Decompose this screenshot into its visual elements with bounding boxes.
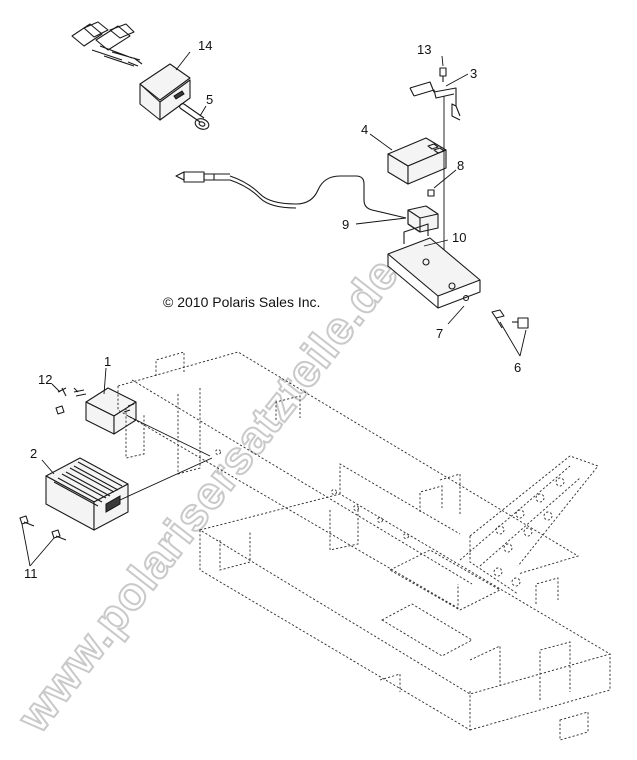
callout-8: 8: [457, 158, 464, 173]
part-8-screw: [427, 189, 435, 197]
part-13-screw: [439, 67, 447, 82]
copyright-text: © 2010 Polaris Sales Inc.: [163, 294, 320, 310]
callout-13: 13: [417, 42, 431, 57]
part-9-sensor-cable: [175, 171, 439, 233]
part-4-module: [387, 137, 447, 185]
part-2-regulator: [45, 457, 129, 531]
part-3-bracket: [409, 81, 461, 121]
part-7-bracket: [387, 223, 481, 309]
part-6-fasteners: [491, 309, 529, 329]
callout-6: 6: [514, 360, 521, 375]
vehicle-frame: [117, 351, 612, 741]
callout-14: 14: [198, 38, 212, 53]
callout-3: 3: [470, 66, 477, 81]
callout-4: 4: [361, 122, 368, 137]
part-5-pin: [179, 103, 210, 130]
callout-10: 10: [452, 230, 466, 245]
part-11-screws: [19, 515, 67, 541]
callout-7: 7: [436, 326, 443, 341]
callout-5: 5: [206, 92, 213, 107]
part-1-relay: [85, 387, 137, 435]
callout-labels: 14 5 13 3 4 8 9 10 7 6 1 12 2 11: [24, 38, 521, 581]
callout-12: 12: [38, 372, 52, 387]
part-14-harness: [71, 21, 191, 121]
part-12-screw: [55, 387, 87, 415]
callout-1: 1: [104, 354, 111, 369]
callout-2: 2: [30, 446, 37, 461]
leader-lines: [21, 51, 527, 567]
callout-9: 9: [342, 217, 349, 232]
callout-11: 11: [24, 566, 38, 581]
